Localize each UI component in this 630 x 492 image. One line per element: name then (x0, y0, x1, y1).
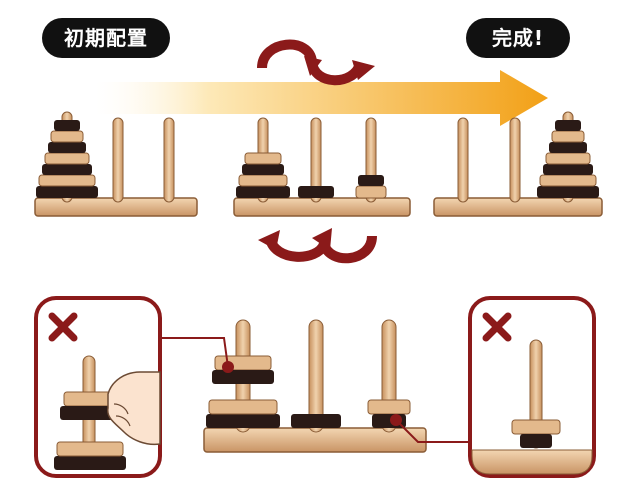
cross-mark-icon (48, 312, 78, 342)
cross-mark-icon (482, 312, 512, 342)
complete-label: 完成! (466, 18, 570, 58)
board-middle (233, 117, 411, 217)
board-complete (433, 111, 603, 217)
start-label: 初期配置 (42, 18, 170, 58)
hand-icon (107, 371, 161, 446)
curved-arrows-top (257, 39, 375, 86)
callout-wrong-stack (468, 296, 596, 478)
board-initial (34, 111, 198, 217)
callout-wrong-grab (34, 296, 162, 478)
curved-arrows-bottom (258, 228, 377, 264)
progress-arrow (95, 70, 548, 126)
board-large-example (160, 319, 472, 453)
